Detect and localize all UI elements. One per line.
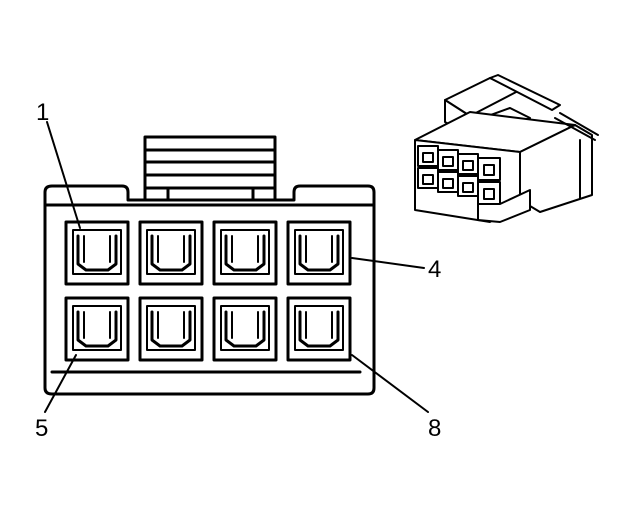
pin-cavity [138,220,204,286]
leader-pin-8 [351,354,429,413]
iso-terminals [422,152,495,200]
iso-body-shelf [477,189,531,223]
callout-label-8: 8 [428,415,441,442]
pin-cavity [286,296,352,362]
iso-cavity [477,181,501,205]
pin-cavity [64,296,130,362]
pin-cavity [286,220,352,286]
connector-iso-view [414,74,599,223]
face-housing [43,184,376,396]
callout-label-4: 4 [428,256,441,283]
iso-latch-ridge [489,74,561,111]
pin-cavity [212,220,278,286]
leader-pin-1 [46,121,81,229]
leader-pin-4 [351,257,425,269]
callout-label-1: 1 [36,99,49,126]
callout-label-5: 5 [35,415,48,442]
connector-face-view [43,135,376,396]
face-cavities [64,220,352,362]
pin-cavity [64,220,130,286]
iso-rib-2 [559,112,599,136]
callout-leaders [44,121,429,413]
pin-cavity [212,296,278,362]
leader-pin-5 [44,354,77,413]
pin-cavity [138,296,204,362]
iso-rib-1 [554,117,596,141]
iso-cavity [477,157,501,181]
